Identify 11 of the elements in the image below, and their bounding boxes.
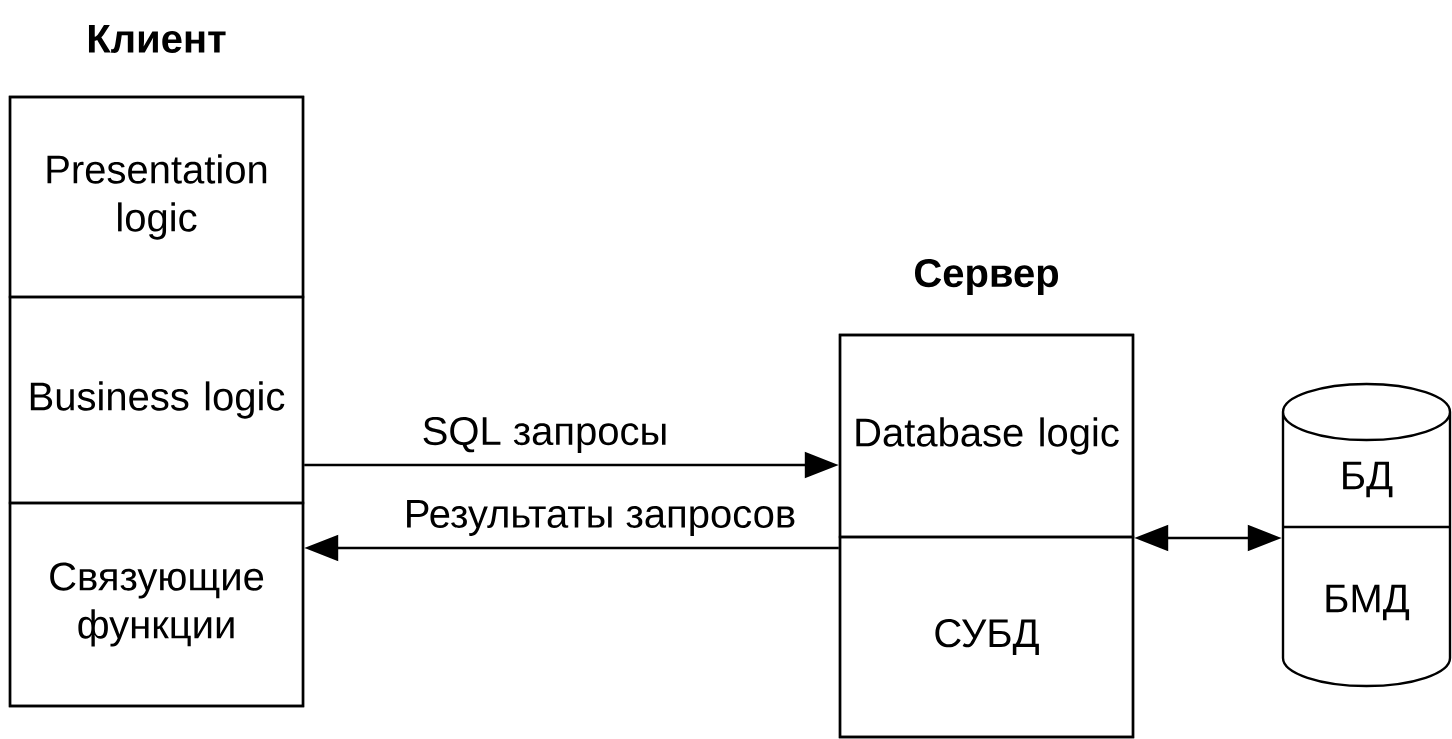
cylinder-label: БМД	[1326, 584, 1410, 621]
layer-cell: СУБД	[838, 535, 1135, 739]
layer-cell: Presentation logic	[8, 95, 305, 299]
box-heading: Клиент	[88, 25, 226, 53]
box-heading: Сервер	[915, 258, 1059, 296]
cylinder-label: БД	[1343, 461, 1393, 498]
layer-cell: Связующие функции	[8, 501, 305, 708]
edge-label: Результаты запросов	[401, 498, 799, 538]
layer-cell: Database logic	[838, 333, 1135, 539]
edge-label: SQL запросы	[419, 414, 671, 456]
layer-cell: Business logic	[8, 295, 305, 505]
